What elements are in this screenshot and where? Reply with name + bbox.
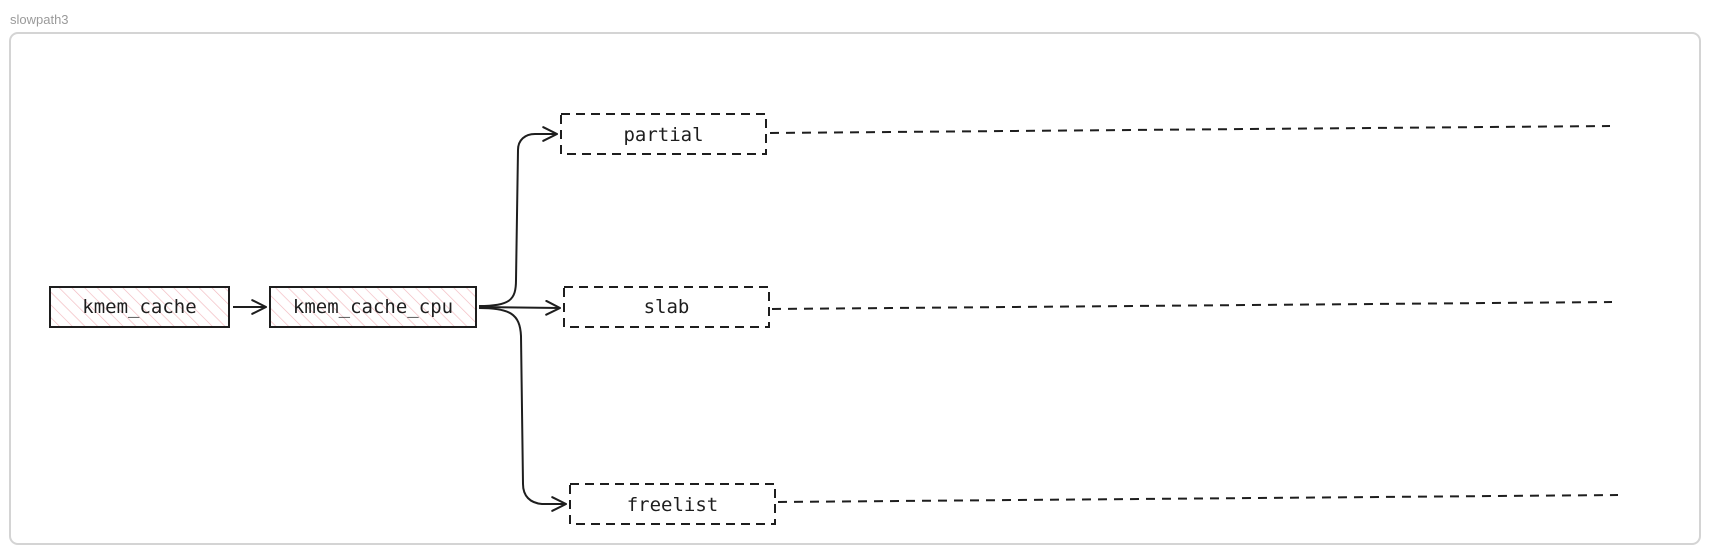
node-freelist-label: freelist bbox=[627, 494, 719, 516]
node-partial-label: partial bbox=[623, 124, 703, 146]
node-kmem-cache-cpu[interactable]: kmem_cache_cpu bbox=[269, 286, 477, 328]
node-kmem-cache-label: kmem_cache bbox=[82, 296, 196, 318]
dashed-line-freelist bbox=[777, 494, 1619, 503]
frame-title: slowpath3 bbox=[10, 12, 69, 27]
dashed-line-partial bbox=[769, 125, 1611, 134]
dashed-line-slab bbox=[771, 301, 1613, 310]
node-slab-label: slab bbox=[644, 296, 690, 318]
node-kmem-cache-cpu-label: kmem_cache_cpu bbox=[293, 296, 453, 318]
node-slab[interactable]: slab bbox=[563, 286, 770, 328]
arrow-cpu-to-freelist bbox=[478, 307, 568, 512]
frame-border bbox=[9, 32, 1701, 545]
node-kmem-cache[interactable]: kmem_cache bbox=[49, 286, 230, 328]
node-freelist[interactable]: freelist bbox=[569, 483, 776, 525]
arrow-cpu-to-slab bbox=[478, 299, 562, 316]
arrow-cpu-to-partial bbox=[478, 126, 559, 307]
node-partial[interactable]: partial bbox=[560, 113, 767, 155]
